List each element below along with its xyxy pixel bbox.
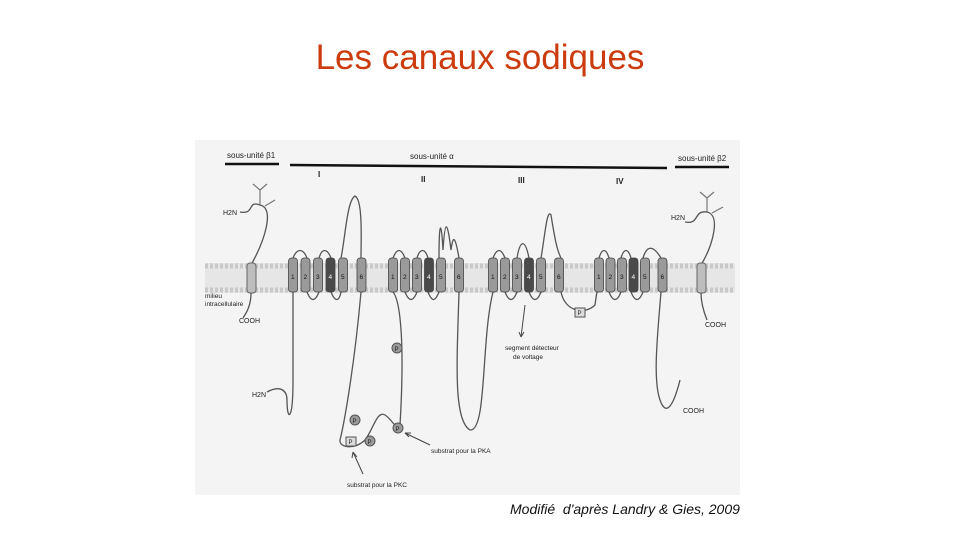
- segment-IV-4: [628, 257, 639, 293]
- segment-number-II-2: 2: [403, 274, 407, 281]
- segment-III-4: [524, 257, 534, 293]
- segment-number-III-5: 5: [539, 274, 543, 281]
- domain-III: III: [518, 176, 525, 185]
- segment-I-5: [338, 257, 348, 293]
- segment-III-1: [488, 257, 498, 293]
- segment-IV-1: [594, 257, 604, 293]
- beta2-cooh: COOH: [705, 322, 726, 329]
- segment-number-IV-5: 5: [643, 274, 647, 281]
- segment-number-II-3: 3: [415, 274, 419, 281]
- segment-number-IV-3: 3: [620, 274, 624, 281]
- segment-number-IV-1: 1: [597, 274, 601, 281]
- alpha-label: sous-unité α: [410, 152, 454, 161]
- voltage-sensor-label-2: de voltage: [513, 354, 543, 361]
- beta1-label: sous-unité β1: [227, 151, 276, 160]
- domain-I: I: [318, 170, 320, 179]
- segment-number-I-4: 4: [329, 274, 333, 281]
- segment-number-IV-6: 6: [661, 274, 665, 281]
- domain-IV: IV: [616, 177, 624, 186]
- intracellular-label-2: intracellulaire: [205, 301, 244, 308]
- segment-II-4: [424, 257, 434, 293]
- segment-number-II-6: 6: [457, 274, 461, 281]
- segment-IV-3: [617, 257, 627, 293]
- segment-number-III-3: 3: [515, 274, 519, 281]
- phospho-sites: P P P P P P: [345, 307, 586, 447]
- segment-II-5: [436, 257, 446, 293]
- beta1-subunit: H2N COOH: [223, 183, 276, 325]
- alpha-cooh: COOH: [683, 408, 704, 415]
- segment-number-II-1: 1: [391, 274, 395, 281]
- segment-number-II-5: 5: [439, 274, 443, 281]
- segment-number-IV-4: 4: [632, 274, 636, 281]
- segment-I-4: [325, 257, 336, 293]
- intracellular-label-1: milieu: [205, 293, 222, 300]
- segment-III-3: [512, 257, 522, 293]
- phospho-site-3: P: [353, 419, 357, 425]
- segment-number-II-4: 4: [427, 274, 431, 281]
- domain-II: II: [421, 175, 425, 184]
- phospho-pka-2: P: [396, 427, 400, 433]
- segment-number-I-1: 1: [291, 274, 295, 281]
- segment-IV-6: [657, 257, 668, 293]
- citation-caption: Modifié d'après Landry & Gies, 2009: [510, 501, 740, 517]
- annotations: [351, 304, 526, 475]
- beta1-h2n: H2N: [223, 210, 237, 217]
- phospho-site-4: P: [368, 440, 372, 446]
- phospho-pka-1: P: [395, 347, 399, 353]
- segment-number-III-1: 1: [491, 274, 495, 281]
- pka-label: substrat pour la PKA: [431, 448, 491, 455]
- segment-IV-2: [605, 257, 616, 293]
- segment-III-2: [500, 257, 510, 293]
- sodium-channel-diagram: sous-unité β1 sous-unité α sous-unité β2…: [195, 140, 740, 495]
- membrane: [205, 263, 735, 293]
- figure-background: [195, 140, 740, 495]
- segment-number-III-2: 2: [503, 274, 507, 281]
- slide-title: Les canaux sodiques: [315, 38, 645, 77]
- alpha-backbone: [266, 195, 681, 448]
- segment-I-1: [288, 257, 298, 293]
- voltage-sensor-label-1: segment détecteur: [505, 345, 560, 352]
- phospho-pkc: P: [349, 440, 353, 446]
- beta2-label: sous-unité β2: [678, 154, 727, 163]
- segment-number-IV-2: 2: [609, 274, 613, 281]
- alpha-h2n: H2N: [252, 392, 266, 399]
- segment-number-III-6: 6: [557, 274, 561, 281]
- segment-II-2: [400, 257, 410, 293]
- segment-number-I-2: 2: [304, 274, 308, 281]
- segment-number-I-3: 3: [316, 274, 320, 281]
- segment-III-5: [536, 257, 546, 293]
- beta2-subunit: H2N COOH: [671, 191, 726, 329]
- segment-I-6: [356, 257, 367, 293]
- segment-IV-5: [640, 257, 650, 293]
- segment-number-I-5: 5: [341, 274, 345, 281]
- pkc-label: substrat pour la PKC: [347, 482, 407, 489]
- segment-I-3: [313, 257, 323, 293]
- segment-number-III-4: 4: [527, 274, 531, 281]
- segment-number-I-6: 6: [360, 274, 364, 281]
- phospho-loop-iii-iv: P: [578, 311, 582, 317]
- beta1-cooh: COOH: [239, 318, 260, 325]
- segment-II-6: [454, 257, 464, 293]
- beta2-h2n: H2N: [671, 215, 685, 222]
- segment-III-6: [554, 257, 564, 293]
- segment-II-1: [388, 257, 398, 293]
- alpha-bar: [289, 163, 668, 170]
- segment-II-3: [412, 257, 422, 293]
- segment-I-2: [300, 257, 311, 293]
